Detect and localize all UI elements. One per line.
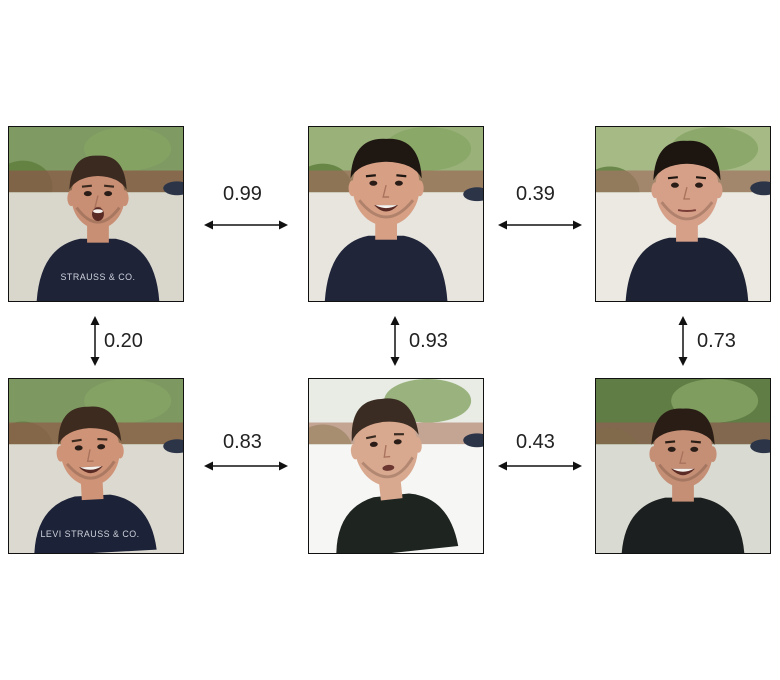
double-arrow-horizontal-top-right — [498, 220, 582, 230]
face-photo-bottom-middle — [308, 378, 484, 554]
score-top-right-bottom-right: 0.73 — [697, 330, 736, 352]
score-top-left-top-middle: 0.99 — [223, 183, 262, 205]
score-top-left-bottom-left: 0.20 — [104, 330, 143, 352]
double-arrow-vertical-right — [678, 316, 688, 366]
svg-text:LEVI STRAUSS & CO.: LEVI STRAUSS & CO. — [40, 529, 139, 539]
face-photo-bottom-right — [595, 378, 771, 554]
face-photo-top-left: STRAUSS & CO. — [8, 126, 184, 302]
double-arrow-horizontal-top-left — [204, 220, 288, 230]
double-arrow-horizontal-bottom-right — [498, 461, 582, 471]
double-arrow-vertical-middle — [390, 316, 400, 366]
face-photo-top-middle — [308, 126, 484, 302]
face-photo-top-right — [595, 126, 771, 302]
score-bottom-left-bottom-middle: 0.83 — [223, 431, 262, 453]
double-arrow-horizontal-bottom-left — [204, 461, 288, 471]
score-bottom-middle-bottom-right: 0.43 — [516, 431, 555, 453]
svg-text:STRAUSS & CO.: STRAUSS & CO. — [60, 272, 135, 282]
double-arrow-vertical-left — [90, 316, 100, 366]
score-top-middle-top-right: 0.39 — [516, 183, 555, 205]
face-photo-bottom-left: LEVI STRAUSS & CO. — [8, 378, 184, 554]
score-top-middle-bottom-middle: 0.93 — [409, 330, 448, 352]
